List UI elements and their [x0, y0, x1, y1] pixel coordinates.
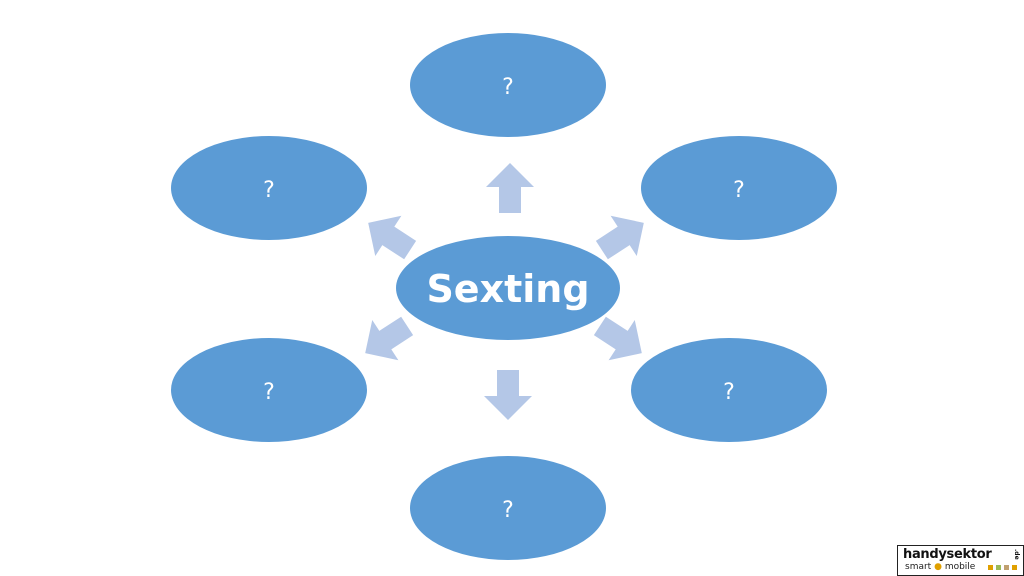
logo-brand: handysektor	[903, 547, 992, 562]
logo-tagline-right: mobile	[944, 562, 976, 572]
logo-tagline-left: smart	[905, 562, 932, 572]
center-label: Sexting	[426, 267, 589, 311]
arrows	[365, 163, 644, 420]
arrow-up-right	[595, 215, 644, 260]
node-top-label: ?	[502, 75, 514, 100]
node-bottom-label: ?	[502, 498, 514, 523]
arrow-up-left	[368, 215, 417, 260]
logo-square	[996, 565, 1001, 570]
node-top: ?	[410, 33, 606, 137]
arrow-down-right	[593, 316, 642, 361]
node-lower-left: ?	[171, 338, 367, 442]
node-upper-left: ?	[171, 136, 367, 240]
arrow-down	[484, 370, 532, 420]
handysektor-logo: handysektor .de smart ● mobile	[897, 545, 1024, 576]
node-lower-left-label: ?	[263, 380, 275, 405]
node-upper-right-label: ?	[733, 178, 745, 203]
logo-squares	[988, 565, 1017, 570]
logo-tagline: smart ● mobile	[905, 562, 975, 572]
node-bottom: ?	[410, 456, 606, 560]
node-lower-right: ?	[631, 338, 827, 442]
arrow-down-left	[365, 316, 414, 361]
node-lower-right-label: ?	[723, 380, 735, 405]
node-upper-right: ?	[641, 136, 837, 240]
center-node: Sexting	[396, 236, 620, 340]
arrow-up	[486, 163, 534, 213]
node-upper-left-label: ?	[263, 178, 275, 203]
logo-square	[1004, 565, 1009, 570]
logo-tld: .de	[1013, 549, 1020, 560]
logo-tagline-sep: ●	[934, 562, 942, 572]
logo-square	[1012, 565, 1017, 570]
logo-square	[988, 565, 993, 570]
